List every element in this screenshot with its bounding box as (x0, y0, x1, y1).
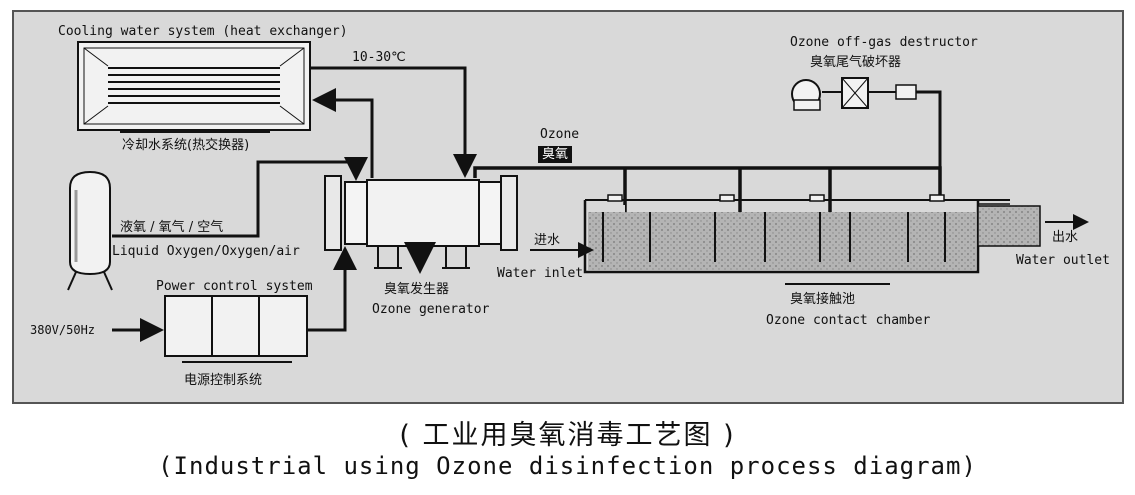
contact-chamber-label-cn: 臭氧接触池 (790, 292, 856, 307)
water-outlet-label: Water outlet (1016, 253, 1110, 268)
heat-exchanger (77, 41, 311, 133)
power-control-label-cn: 电源控制系统 (184, 373, 263, 388)
cooling-system-label-cn: 冷却水系统(热交换器) (122, 138, 250, 153)
oxygen-source-label: Liquid Oxygen/Oxygen/air (112, 244, 300, 259)
temperature-label: 10-30℃ (352, 50, 406, 65)
caption-en: (Industrial using Ozone disinfection pro… (158, 452, 977, 480)
contact-chamber (583, 194, 1041, 285)
cooling-pipes (310, 66, 477, 178)
ozone-generator (324, 175, 518, 274)
caption-cn: ( 工业用臭氧消毒工艺图 ) (399, 420, 736, 451)
contact-chamber-label: Ozone contact chamber (766, 313, 931, 328)
off-gas-destructor (791, 77, 942, 195)
ozone-label-cn: 臭氧 (538, 146, 573, 163)
generator-label: Ozone generator (372, 302, 490, 317)
power-cable (307, 246, 357, 332)
oxygen-source-label-cn: 液氧 / 氧气 / 空气 (120, 220, 224, 235)
cooling-system-label: Cooling water system (heat exchanger) (58, 24, 348, 39)
water-inlet-label: Water inlet (497, 266, 584, 281)
power-control-label: Power control system (156, 279, 313, 294)
generator-label-cn: 臭氧发生器 (384, 282, 450, 297)
destructor-label-cn: 臭氧尾气破坏器 (810, 55, 902, 70)
voltage-label: 380V/50Hz (30, 323, 96, 337)
destructor-label: Ozone off-gas destructor (790, 35, 978, 50)
ozone-label: Ozone (540, 127, 580, 142)
oxygen-pipe (112, 157, 368, 238)
water-outlet-label-cn: 出水 (1052, 230, 1079, 245)
oxygen-tank (67, 170, 113, 291)
water-inlet-label-cn: 进水 (534, 233, 561, 248)
power-control-box (164, 295, 308, 363)
